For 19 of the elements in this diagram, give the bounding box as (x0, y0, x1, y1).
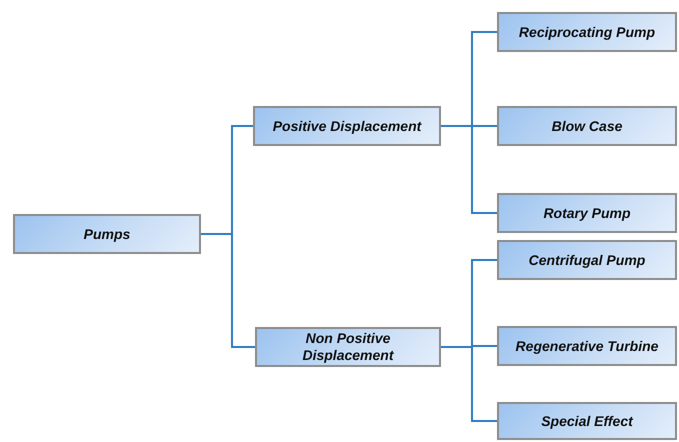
category-label: Blow Case (550, 118, 624, 134)
connector-line (441, 125, 497, 214)
category-box (497, 12, 677, 52)
category-label: Positive Displacement (272, 118, 423, 134)
category-label: Rotary Pump (542, 204, 632, 222)
category-label: Special Effect (540, 412, 634, 430)
category-label: Centrifugal Pump (528, 252, 646, 268)
category-box (497, 326, 677, 366)
category-box (13, 214, 201, 254)
category-label: Reciprocating Pump (518, 24, 656, 40)
category-box (497, 402, 677, 440)
category-box (253, 106, 441, 146)
category-label: Pumps (82, 226, 132, 242)
category-label: Non Positive Displacement (301, 330, 395, 364)
category-box (497, 106, 677, 146)
category-box (255, 327, 441, 367)
category-box (497, 193, 677, 233)
category-label: Regenerative Turbine (514, 338, 660, 354)
category-box (497, 240, 677, 280)
